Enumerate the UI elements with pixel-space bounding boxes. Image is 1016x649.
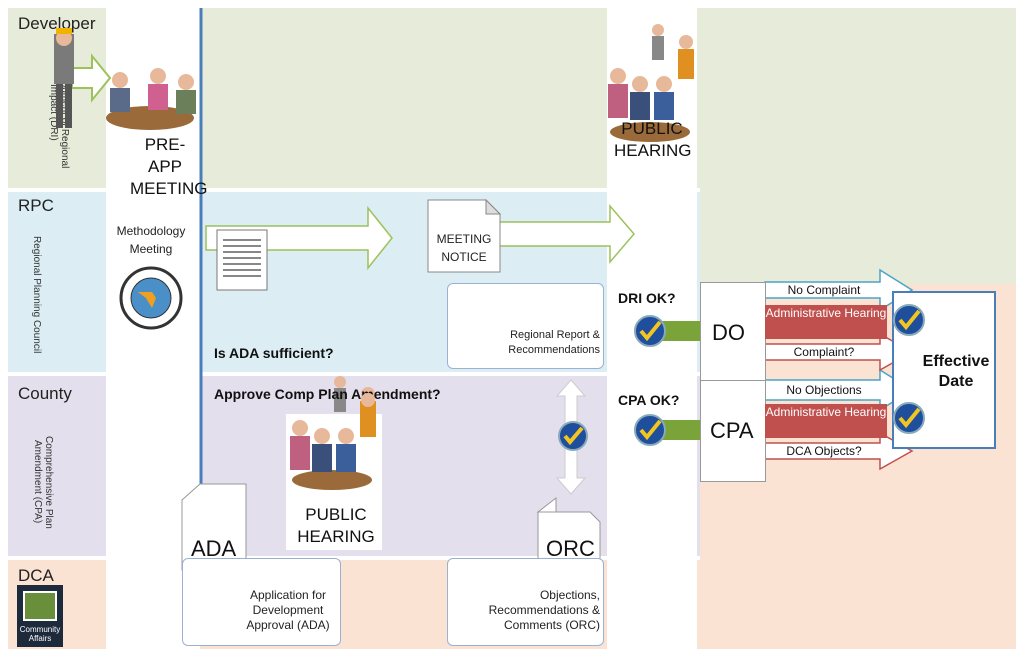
- lane-title-rpc: RPC: [18, 196, 54, 215]
- ada-desc-box: [182, 558, 341, 646]
- lane-title-county: County: [18, 384, 72, 403]
- approve-cpa-question: Approve Comp Plan Amendment?: [214, 386, 441, 402]
- lane-developer-extension: [700, 188, 1016, 284]
- meeting-notice-label: MEETING NOTICE: [428, 230, 500, 266]
- orc-doc-label: ORC: [546, 536, 595, 561]
- cpa-box: [700, 380, 766, 482]
- orc-desc-label: Objections, Recommendations & Comments (…: [488, 588, 600, 632]
- no-complaint-label: No Complaint: [787, 283, 861, 297]
- do-label: DO: [712, 320, 745, 345]
- meeting-notice-text: MEETING NOTICE: [436, 232, 492, 264]
- people-clipart-dev: [54, 28, 196, 130]
- admin-hearing-1-label: Administrative Hearing: [765, 305, 887, 339]
- complaint-label: Complaint?: [793, 345, 855, 359]
- lane-subtitle-developer: Development of Regional Impact (DRI): [48, 55, 70, 169]
- effective-date-label: Effective Date: [922, 353, 990, 390]
- lane-title-dca: DCA: [18, 566, 54, 585]
- cpa-label: CPA: [710, 418, 754, 443]
- admin-hearing-2-label: Administrative Hearing: [765, 404, 887, 438]
- pre-app-meeting-label: PRE-APP MEETING: [130, 135, 208, 198]
- ada-desc-label: Application for Development Approval (AD…: [246, 588, 330, 632]
- ada-doc-label: ADA: [191, 536, 237, 561]
- dca-objects-label: DCA Objects?: [786, 444, 862, 458]
- is-ada-sufficient-question: Is ADA sufficient?: [214, 345, 334, 361]
- dca-logo-mark: [23, 591, 57, 621]
- cpa-ok-question: CPA OK?: [618, 392, 680, 408]
- people-clipart-hearing-top: [608, 24, 694, 142]
- regional-report-box: [447, 283, 604, 369]
- dri-ok-question: DRI OK?: [618, 290, 676, 306]
- lane-subtitle-county: Comprehensive Plan Amendment (CPA): [32, 435, 54, 529]
- dca-logo-text: Community Affairs: [19, 625, 61, 643]
- public-hearing-county-label: PUBLIC HEARING: [297, 505, 375, 546]
- orc-desc-box: [447, 558, 604, 646]
- check-marks: [558, 304, 925, 451]
- public-hearing-top-label: PUBLIC HEARING: [614, 119, 692, 160]
- dca-logo: Community Affairs: [17, 585, 63, 647]
- lane-subtitle-rpc: Regional Planning Council: [31, 236, 42, 354]
- no-objections-label: No Objections: [786, 383, 862, 397]
- lane-title-developer: Developer: [18, 14, 96, 33]
- regional-report-label: Regional Report & Recommendations: [508, 329, 600, 356]
- methodology-meeting-label: Methodology Meeting: [116, 224, 186, 256]
